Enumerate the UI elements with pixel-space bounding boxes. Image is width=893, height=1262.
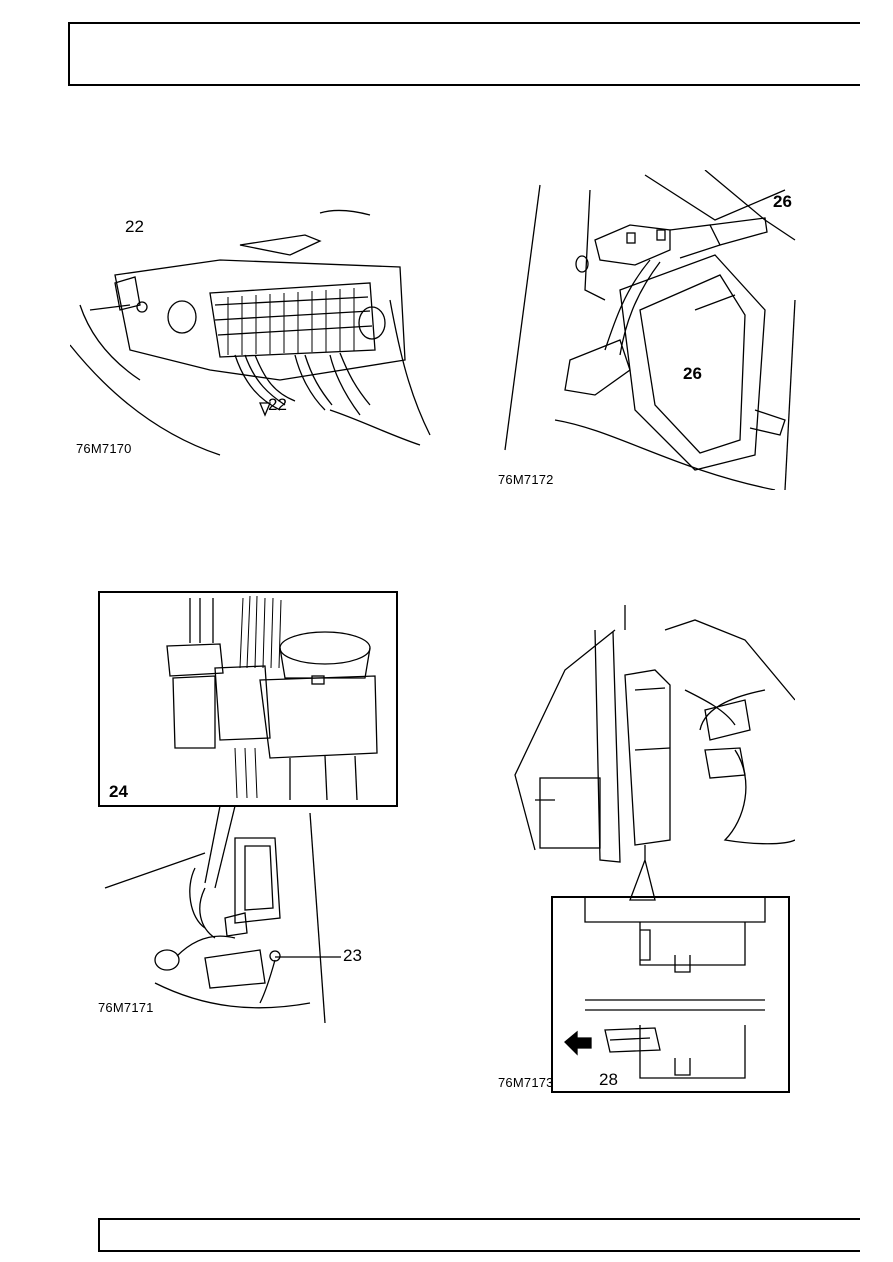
figure-door-harness: 26 26 76M7172: [495, 170, 805, 490]
page-footer-box: [98, 1218, 860, 1252]
callout-28: 28: [599, 1070, 618, 1089]
door-harness-illustration: [504, 170, 796, 490]
figure-code-76M7171: 76M7171: [98, 1000, 154, 1015]
ecu-connector-illustration: [514, 605, 795, 1093]
connector-detail-illustration: [98, 591, 398, 1023]
callout-26-top: 26: [773, 192, 792, 211]
callout-24: 24: [109, 782, 128, 801]
figure-connector-detail: 24 23 76M7171: [95, 588, 405, 1023]
fuse-box-illustration: [70, 209, 431, 456]
figure-code-76M7172: 76M7172: [498, 472, 554, 487]
figure-code-76M7173: 76M7173: [498, 1075, 554, 1090]
leader-line-23: [275, 956, 341, 958]
figure-code-76M7170: 76M7170: [76, 441, 132, 456]
callout-23: 23: [343, 946, 362, 965]
figure-fuse-box: 22 22 76M7170: [70, 205, 440, 460]
page-header-box: [68, 22, 860, 86]
callout-22-top: 22: [125, 217, 144, 236]
callout-26-bottom: 26: [683, 364, 702, 383]
callout-22-bottom: 22: [268, 395, 287, 414]
figure-ecu-connector: 28 76M7173: [495, 600, 795, 1095]
